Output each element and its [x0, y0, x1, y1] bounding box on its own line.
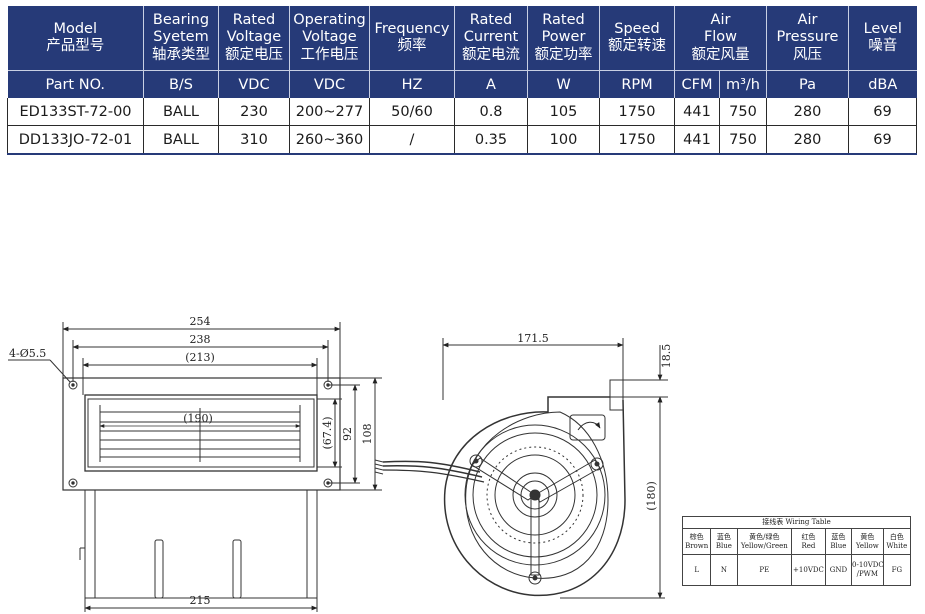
wiring-function-row: L N PE +10VDC GND 0-10VDC/PWM FG — [681, 554, 912, 586]
wire-function: N — [710, 554, 738, 586]
unit-cell: RPM — [599, 70, 675, 98]
unit-cell: VDC — [218, 70, 290, 98]
dim-depth: 171.5 — [517, 332, 549, 345]
dim-height: (180) — [645, 481, 658, 511]
dim-flange-thickness: 18.5 — [660, 344, 673, 369]
dim-opening: (213) — [185, 351, 215, 364]
table-cell: 441 — [674, 125, 720, 155]
table-cell: 0.35 — [454, 125, 528, 155]
table-cell: 1750 — [599, 98, 675, 126]
table-cell: / — [369, 125, 455, 155]
table-cell: 260~360 — [289, 125, 370, 155]
table-cell: 310 — [218, 125, 290, 155]
wire-function: +10VDC — [791, 554, 826, 586]
unit-cell: W — [527, 70, 600, 98]
dim-hole-height: 92 — [341, 427, 354, 441]
unit-cell: VDC — [289, 70, 370, 98]
table-cell: 69 — [848, 98, 917, 126]
wire-function: FG — [882, 554, 912, 586]
dim-bottom-width: 215 — [190, 594, 211, 607]
table-cell: DD133JO-72-01 — [7, 125, 144, 155]
wire-function: PE — [736, 554, 793, 586]
table-cell: 100 — [527, 125, 600, 155]
front-view — [8, 322, 382, 612]
table-cell: ED133ST-72-00 — [7, 98, 144, 126]
table-cell: 50/60 — [369, 98, 455, 126]
wire-function: GND — [824, 554, 853, 586]
table-cell: 0.8 — [454, 98, 528, 126]
table-row: ED133ST-72-00 BALL 230 200~277 50/60 0.8… — [7, 98, 917, 126]
table-cell: 105 — [527, 98, 600, 126]
unit-cell: CFM — [674, 70, 720, 98]
table-row: DD133JO-72-01 BALL 310 260~360 / 0.35 10… — [7, 125, 917, 155]
table-cell: 280 — [766, 125, 849, 155]
spec-units-row: Part NO. B/S VDC VDC HZ A W RPM CFM m³/h… — [7, 70, 917, 98]
table-cell: 280 — [766, 98, 849, 126]
table-cell: 1750 — [599, 125, 675, 155]
table-cell: 750 — [719, 125, 767, 155]
unit-cell: Part NO. — [7, 70, 144, 98]
table-cell: 230 — [218, 98, 290, 126]
unit-cell: B/S — [143, 70, 219, 98]
dim-hole-spacing: 238 — [190, 333, 211, 346]
unit-cell: Pa — [766, 70, 849, 98]
unit-cell: A — [454, 70, 528, 98]
table-cell: 200~277 — [289, 98, 370, 126]
wire-function: L — [681, 554, 712, 586]
unit-cell: m³/h — [719, 70, 767, 98]
side-view — [374, 338, 668, 599]
table-cell: BALL — [143, 98, 219, 126]
table-cell: 750 — [719, 98, 767, 126]
dim-housing-width: (190) — [183, 412, 213, 425]
unit-cell: dBA — [848, 70, 917, 98]
dim-flange-height: 108 — [361, 424, 374, 445]
hole-callout: 4-Ø5.5 — [9, 347, 46, 360]
unit-cell: HZ — [369, 70, 455, 98]
dim-overall-width: 254 — [190, 315, 211, 328]
wire-function: 0-10VDC/PWM — [851, 554, 884, 586]
table-cell: BALL — [143, 125, 219, 155]
table-cell: 441 — [674, 98, 720, 126]
table-cell: 69 — [848, 125, 917, 155]
dim-inner-height: (67.4) — [321, 416, 334, 449]
wiring-table-title: 接线表 Wiring Table — [682, 516, 911, 529]
